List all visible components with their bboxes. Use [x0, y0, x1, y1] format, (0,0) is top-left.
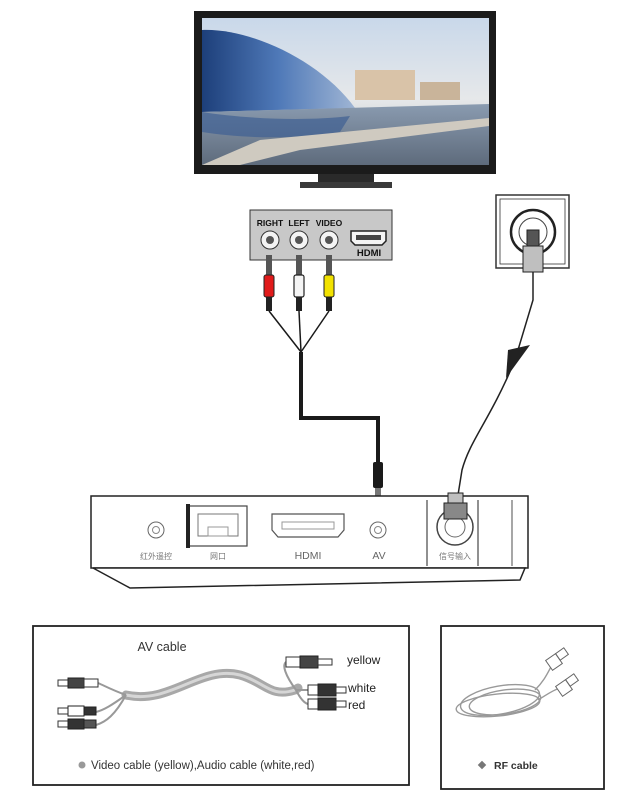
av-cable-highlight [125, 671, 296, 699]
right-plug-red [307, 697, 347, 711]
stb-label-hdmi: HDMI [295, 550, 322, 562]
plug-label-red: red [348, 698, 365, 712]
rf-direction-arrow [506, 345, 530, 378]
tv-port-label-hdmi: HDMI [357, 248, 381, 259]
tv-port-label-video: VIDEO [316, 218, 343, 228]
tv-port-label-right: RIGHT [257, 218, 284, 228]
left-plug-3 [57, 718, 97, 730]
tv-screen-building-2 [420, 82, 460, 100]
wall-antenna-socket [495, 194, 570, 273]
stb-label-network: 网口 [210, 552, 226, 561]
stb-hdmi-port [271, 513, 345, 538]
rca-plug-white [293, 255, 305, 311]
left-plug-2 [57, 705, 97, 717]
stb-label-signal-in: 信号输入 [439, 551, 471, 561]
tv-rca-jack-left [289, 230, 309, 250]
tv-hdmi-port [350, 230, 387, 246]
left-plug-1 [57, 677, 99, 689]
av-plugs-tv-end [263, 255, 335, 311]
caption-bullet-av [78, 761, 86, 769]
caption-bullet-rf [477, 760, 487, 770]
tv-port-label-left: LEFT [288, 218, 310, 228]
av-cable-caption: Video cable (yellow),Audio cable (white,… [91, 760, 315, 772]
av-cable-right-plugs [285, 655, 347, 711]
set-top-box: 红外遥控 网口 HDMI AV 信号输入 [90, 492, 529, 589]
rf-cable-caption: RF cable [494, 760, 538, 772]
tv-rca-jack-video [319, 230, 339, 250]
rf-cable-illustration: RF cable [440, 625, 605, 790]
av-cable-right-wires [283, 661, 309, 705]
stb-ethernet-port [186, 504, 248, 548]
television [194, 11, 496, 188]
stb-rf-input-port [426, 492, 479, 566]
tv-stand-base [300, 182, 392, 188]
av-cable-left-wires [95, 682, 127, 726]
tv-screen-walkway [202, 118, 489, 165]
stb-label-av: AV [372, 550, 385, 562]
stb-label-ir: 红外遥控 [140, 551, 172, 561]
av-cable-left-plugs [57, 677, 99, 730]
right-plug-white [307, 683, 347, 697]
tv-rca-jack-right [260, 230, 280, 250]
stb-base [92, 567, 527, 589]
av-cable [268, 310, 380, 468]
tv-screen-buildings [355, 70, 415, 100]
plug-label-white: white [347, 681, 376, 695]
stb-ir-sensor [147, 521, 165, 539]
tv-screen-dome [202, 29, 355, 112]
stb-av-port [369, 521, 387, 539]
rca-plug-red [263, 255, 275, 311]
av-plug-box-end [373, 462, 383, 502]
av-cable-title: AV cable [137, 640, 186, 654]
rf-cable-plugs [544, 647, 580, 698]
rca-plug-yellow [323, 255, 335, 311]
tv-stand-neck [318, 174, 374, 182]
plug-label-yellow: yellow [347, 653, 381, 667]
right-plug-yellow [285, 655, 333, 669]
rf-cable [457, 272, 534, 496]
tv-screen-reflection [202, 112, 350, 138]
tv-connector-panel: RIGHT LEFT VIDEO HDMI [249, 209, 393, 261]
av-cable-illustration: AV cable [32, 625, 410, 786]
